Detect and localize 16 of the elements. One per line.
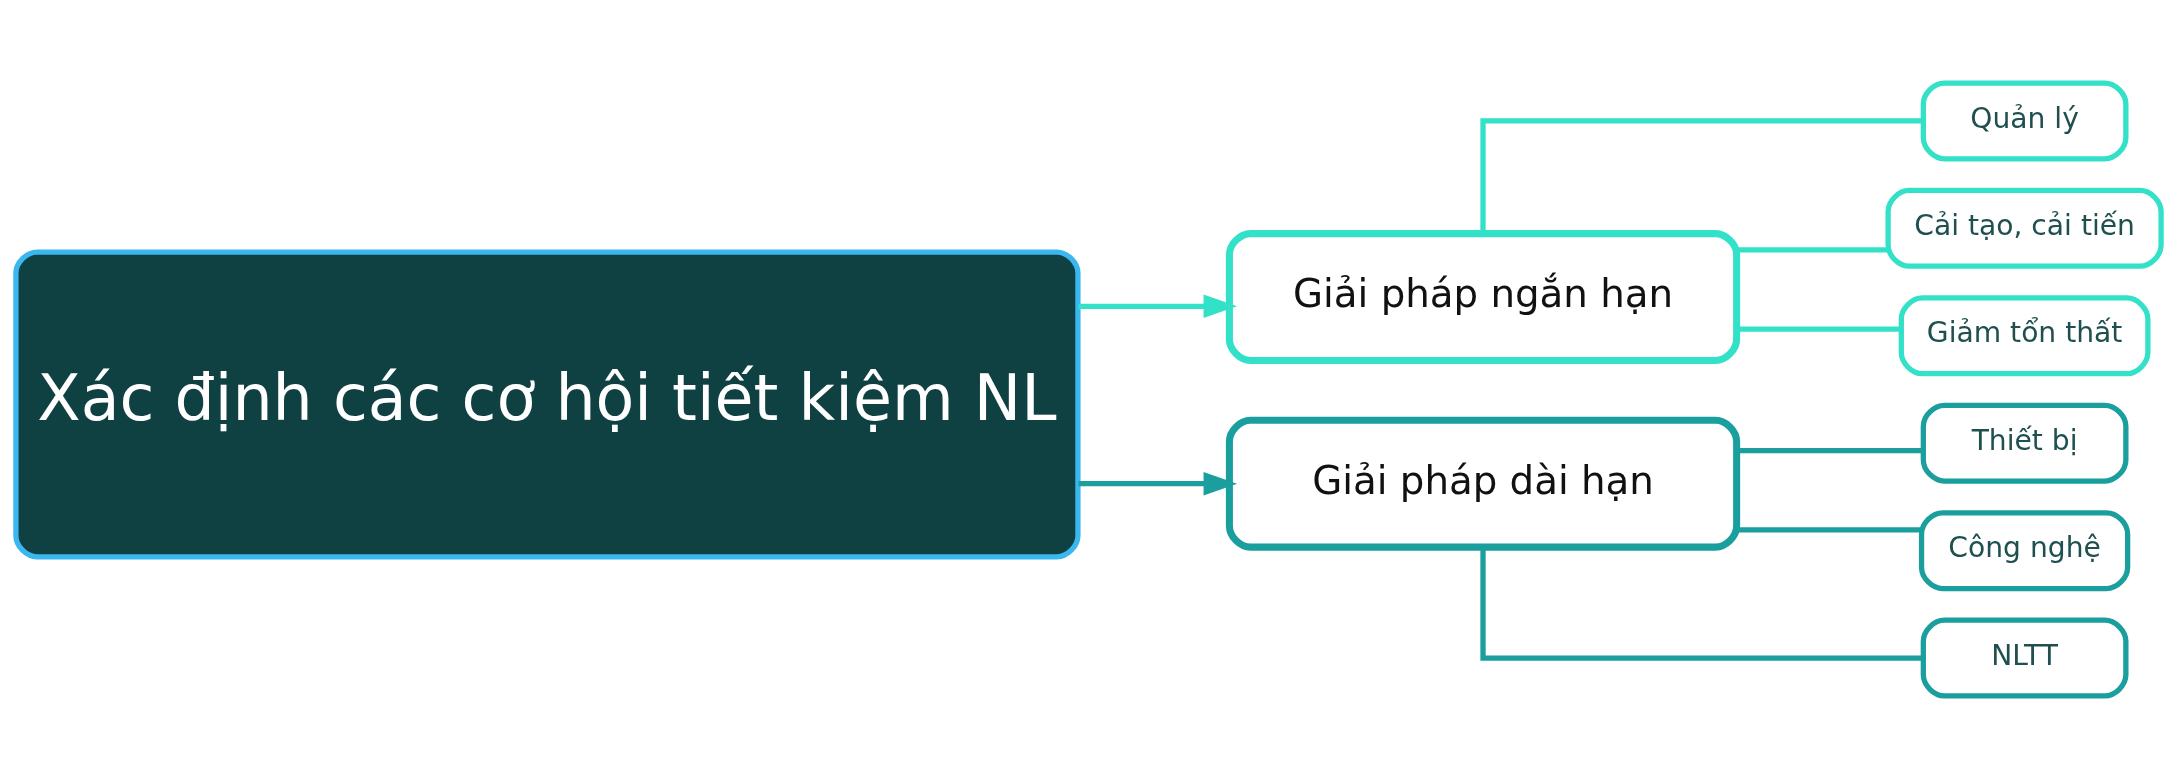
- node-box: Giảm tổn thất: [1898, 295, 2151, 377]
- node-box: Cải tạo, cải tiến: [1885, 187, 2164, 269]
- node-box: Giải pháp dài hạn: [1225, 416, 1741, 551]
- connector: [1737, 448, 1924, 454]
- connector: [1737, 326, 1901, 332]
- connector: [1737, 527, 1922, 533]
- connector: [1737, 247, 1888, 253]
- connector: [1480, 547, 1923, 661]
- node-box: Thiết bị: [1920, 402, 2129, 484]
- arrow: [1078, 472, 1238, 496]
- arrow: [1078, 294, 1238, 319]
- node-box: Giải pháp ngắn hạn: [1225, 230, 1741, 364]
- node-box: NLTT: [1920, 617, 2129, 699]
- node-box: Công nghệ: [1918, 510, 2131, 592]
- node-box: Xác định các cơ hội tiết kiệm NL: [13, 249, 1081, 560]
- node-box: Quản lý: [1920, 80, 2129, 162]
